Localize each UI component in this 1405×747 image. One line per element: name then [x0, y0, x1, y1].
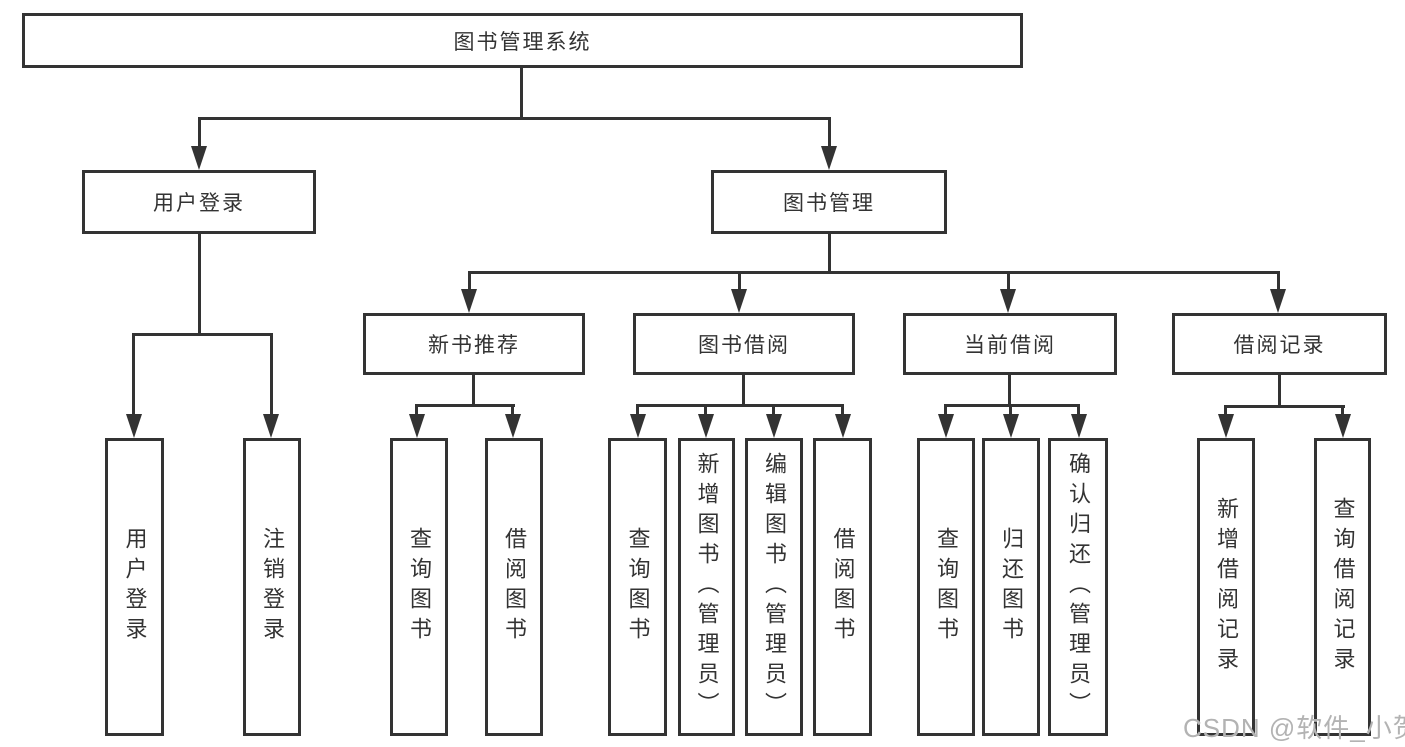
- connector-line: [636, 404, 639, 418]
- node-book-management: 图书管理: [711, 170, 947, 234]
- arrow-down-icon: [1071, 414, 1087, 438]
- connector-line: [472, 375, 475, 407]
- connector-line: [520, 68, 523, 118]
- node-label: 注销登录: [260, 527, 285, 647]
- node-label: 确认归还（管理员）: [1066, 452, 1091, 722]
- leaf-return-books: 归还图书: [982, 438, 1040, 736]
- arrow-down-icon: [191, 146, 207, 170]
- arrow-down-icon: [1003, 414, 1019, 438]
- node-book-borrow: 图书借阅: [633, 313, 855, 375]
- leaf-borrow-books-recommend: 借阅图书: [485, 438, 543, 736]
- connector-line: [1224, 405, 1345, 408]
- node-label: 借阅记录: [1233, 334, 1326, 357]
- connector-line: [1277, 271, 1280, 293]
- arrow-down-icon: [630, 414, 646, 438]
- node-label: 当前借阅: [964, 334, 1056, 357]
- node-new-book-recommend: 新书推荐: [363, 313, 585, 375]
- node-label: 新增图书（管理员）: [694, 452, 720, 722]
- leaf-add-borrow-record: 新增借阅记录: [1197, 438, 1255, 736]
- connector-line: [198, 234, 201, 336]
- connector-line: [468, 271, 1280, 274]
- node-label: 新书推荐: [428, 334, 520, 357]
- connector-line: [772, 404, 775, 418]
- node-label: 图书借阅: [698, 334, 790, 357]
- node-label: 图书管理系统: [453, 30, 592, 54]
- connector-line: [468, 271, 471, 293]
- arrow-down-icon: [1335, 414, 1351, 438]
- leaf-user-login: 用户登录: [105, 438, 164, 736]
- arrow-down-icon: [409, 414, 425, 438]
- arrow-down-icon: [766, 414, 782, 438]
- node-label: 图书管理: [783, 192, 875, 215]
- leaf-edit-books-admin: 编辑图书（管理员）: [745, 438, 803, 736]
- arrow-down-icon: [821, 146, 837, 170]
- node-label: 查询借阅记录: [1330, 497, 1356, 677]
- csdn-watermark: CSDN @软件_小贺同学: [1183, 713, 1405, 743]
- arrow-down-icon: [698, 414, 714, 438]
- arrow-down-icon: [505, 414, 521, 438]
- node-borrow-records: 借阅记录: [1172, 313, 1387, 375]
- connector-line: [944, 404, 947, 418]
- connector-line: [270, 333, 273, 418]
- connector-line: [636, 404, 844, 407]
- connector-line: [415, 404, 515, 407]
- node-current-borrow: 当前借阅: [903, 313, 1117, 375]
- connector-line: [742, 375, 745, 407]
- node-root: 图书管理系统: [22, 13, 1023, 68]
- connector-line: [1341, 405, 1344, 418]
- node-label: 查询图书: [625, 527, 651, 647]
- arrow-down-icon: [263, 414, 279, 438]
- connector-line: [1224, 405, 1227, 418]
- arrow-down-icon: [1000, 289, 1016, 313]
- arrow-down-icon: [835, 414, 851, 438]
- leaf-borrow-books: 借阅图书: [813, 438, 872, 736]
- node-label: 借阅图书: [830, 527, 856, 647]
- connector-line: [198, 117, 831, 120]
- leaf-query-books-current: 查询图书: [917, 438, 975, 736]
- connector-line: [828, 117, 831, 157]
- node-label: 借阅图书: [502, 527, 527, 647]
- leaf-logout: 注销登录: [243, 438, 301, 736]
- arrow-down-icon: [126, 414, 142, 438]
- leaf-confirm-return-admin: 确认归还（管理员）: [1048, 438, 1108, 736]
- connector-line: [198, 117, 201, 157]
- connector-line: [828, 234, 831, 274]
- connector-line: [1077, 404, 1080, 418]
- leaf-query-books-recommend: 查询图书: [390, 438, 448, 736]
- connector-line: [1008, 375, 1011, 407]
- connector-line: [415, 404, 418, 418]
- node-label: 查询图书: [934, 527, 959, 647]
- connector-line: [944, 404, 1080, 407]
- connector-line: [132, 333, 273, 336]
- connector-line: [1009, 404, 1012, 418]
- connector-line: [704, 404, 707, 418]
- arrow-down-icon: [1218, 414, 1234, 438]
- node-label: 用户登录: [122, 527, 148, 647]
- connector-line: [511, 404, 514, 418]
- connector-line: [1278, 375, 1281, 408]
- leaf-query-borrow-record: 查询借阅记录: [1314, 438, 1371, 736]
- connector-line: [132, 333, 135, 418]
- arrow-down-icon: [731, 289, 747, 313]
- node-label: 归还图书: [999, 527, 1024, 647]
- connector-line: [841, 404, 844, 418]
- leaf-add-books-admin: 新增图书（管理员）: [678, 438, 735, 736]
- node-label: 用户登录: [153, 192, 245, 215]
- connector-line: [738, 271, 741, 293]
- node-user-login: 用户登录: [82, 170, 316, 234]
- node-label: 查询图书: [407, 527, 432, 647]
- node-label: 新增借阅记录: [1214, 497, 1239, 677]
- arrow-down-icon: [938, 414, 954, 438]
- arrow-down-icon: [1270, 289, 1286, 313]
- node-label: 编辑图书（管理员）: [762, 452, 787, 722]
- leaf-query-books-borrow: 查询图书: [608, 438, 667, 736]
- arrow-down-icon: [461, 289, 477, 313]
- connector-line: [1007, 271, 1010, 293]
